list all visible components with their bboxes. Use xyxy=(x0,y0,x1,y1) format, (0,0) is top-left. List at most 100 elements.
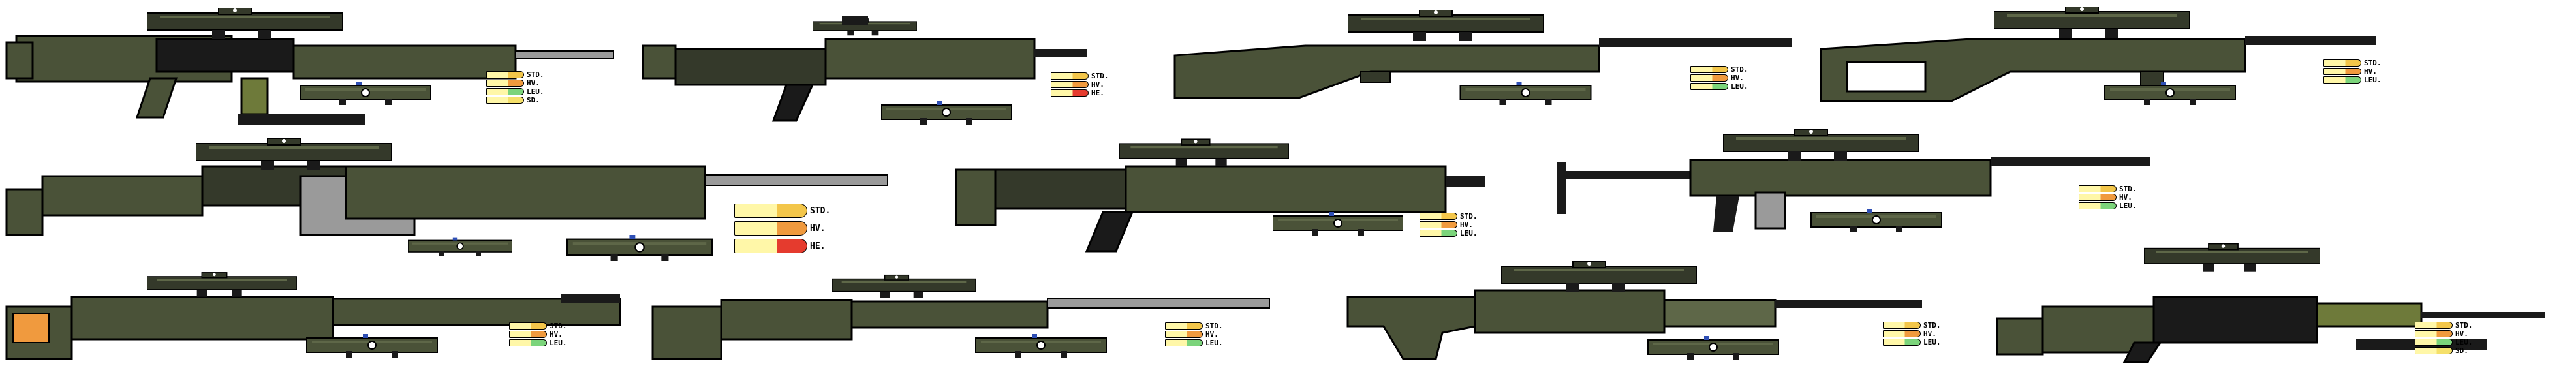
ammo-row: STD. xyxy=(1883,320,1941,330)
ammo-row: HV. xyxy=(1051,80,1109,89)
ammo-row: LEU. xyxy=(1165,338,1223,347)
ammo-label: STD. xyxy=(2455,320,2473,330)
ammo-row: HE. xyxy=(734,238,830,254)
ammo-row: LEU. xyxy=(1420,228,1478,238)
ammo-label: STD. xyxy=(810,206,831,216)
ammo-label: LEU. xyxy=(2119,201,2137,210)
cartridge-icon xyxy=(1051,80,1089,88)
ammo-label: HV. xyxy=(1731,73,1744,82)
rifle-1-attachment xyxy=(238,82,431,125)
ammo-legend-9: STD.HV.LEU. xyxy=(1165,322,1223,347)
ammo-row: LEU. xyxy=(486,87,544,96)
rifle-10 xyxy=(1346,261,1922,360)
cartridge-icon xyxy=(1165,330,1203,338)
ammo-legend-2: STD.HV.HE. xyxy=(1051,72,1109,97)
cartridge-icon xyxy=(486,70,524,78)
ammo-row: HV. xyxy=(734,220,830,237)
ammo-label: HV. xyxy=(810,223,826,234)
ammo-label: LEU. xyxy=(1923,337,1941,346)
ammo-row: SD. xyxy=(486,96,544,104)
ammo-label: HV. xyxy=(1205,330,1218,339)
ammo-label: LEU. xyxy=(1205,338,1223,347)
cartridge-icon xyxy=(1883,330,1921,337)
rifle-2 xyxy=(642,16,1087,122)
rifle-1 xyxy=(5,8,614,119)
ammo-label: SD. xyxy=(2455,346,2468,355)
cartridge-icon xyxy=(486,87,524,95)
ammo-row: HV. xyxy=(1883,329,1941,338)
rifle-7-attachment xyxy=(1810,209,1943,232)
rifle-6-attachment xyxy=(1273,212,1403,236)
cartridge-icon xyxy=(2079,185,2117,192)
rifle-4-attachment xyxy=(2103,82,2237,105)
ammo-legend-10: STD.HV.LEU. xyxy=(1883,321,1941,346)
ammo-legend-6: STD.HV.LEU. xyxy=(1420,212,1478,238)
ammo-legend-7: STD.HV.LEU. xyxy=(2079,185,2137,210)
ammo-row: LEU. xyxy=(1883,338,1941,346)
cartridge-icon xyxy=(1690,65,1728,73)
ammo-label: HV. xyxy=(1923,329,1936,338)
cartridge-icon xyxy=(2415,330,2453,337)
ammo-row: HV. xyxy=(1165,330,1223,339)
ammo-row: HV. xyxy=(509,330,567,339)
ammo-legend-5: STD. HV. HE. xyxy=(734,202,830,254)
ammo-label: HV. xyxy=(2364,67,2377,76)
ammo-label: HV. xyxy=(1460,220,1473,229)
cartridge-icon xyxy=(509,330,547,338)
ammo-row: HV. xyxy=(2323,67,2382,76)
ammo-label: STD. xyxy=(2364,58,2382,67)
cartridge-icon xyxy=(1420,221,1457,228)
ammo-row: STD. xyxy=(1165,322,1223,330)
cartridge-icon xyxy=(486,96,524,104)
rifle-3-attachment xyxy=(1459,82,1592,105)
ammo-label: HV. xyxy=(2119,192,2132,202)
ammo-row: STD. xyxy=(509,322,567,330)
ammo-label: STD. xyxy=(1205,321,1223,330)
ammo-label: STD. xyxy=(527,70,544,79)
ammo-label: STD. xyxy=(550,321,567,330)
rifle-2-attachment xyxy=(881,101,1012,125)
ammo-label: LEU. xyxy=(2455,337,2473,346)
ammo-row: HV. xyxy=(2415,329,2473,338)
ammo-label: LEU. xyxy=(2364,75,2382,84)
cartridge-icon xyxy=(1883,321,1921,329)
ammo-row: STD. xyxy=(734,202,830,219)
rifle-10-attachment xyxy=(1647,336,1780,360)
ammo-label: LEU. xyxy=(527,87,544,96)
ammo-label: LEU. xyxy=(1460,228,1478,238)
cartridge-icon xyxy=(2079,193,2117,201)
cartridge-icon xyxy=(1420,212,1457,220)
cartridge-icon xyxy=(2079,202,2117,209)
cartridge-icon xyxy=(2323,76,2361,84)
ammo-legend-11: STD.HV.LEU.SD. xyxy=(2415,320,2473,355)
ammo-row: STD. xyxy=(2079,185,2137,193)
rifle-9 xyxy=(651,274,1270,360)
ammo-label: HV. xyxy=(2455,329,2468,338)
cartridge-icon xyxy=(1420,229,1457,237)
cartridge-icon xyxy=(1165,339,1203,346)
ammo-row: STD. xyxy=(1690,65,1748,74)
ammo-row: LEU. xyxy=(1690,82,1748,91)
rifle-6 xyxy=(955,138,1485,253)
ammo-row: SD. xyxy=(2415,346,2473,355)
rifle-5-attachment xyxy=(408,235,713,261)
ammo-row: LEU. xyxy=(509,338,567,347)
ammo-label: STD. xyxy=(1731,65,1748,74)
cartridge-icon xyxy=(1690,74,1728,82)
ammo-label: HV. xyxy=(527,78,540,87)
rifle-4 xyxy=(1820,7,2376,102)
cartridge-icon xyxy=(734,239,807,253)
cartridge-icon xyxy=(2323,59,2361,67)
cartridge-icon xyxy=(2323,67,2361,75)
ammo-label: LEU. xyxy=(1731,82,1748,91)
ammo-row: LEU. xyxy=(2415,338,2473,346)
cartridge-icon xyxy=(1883,338,1921,346)
ammo-legend-8: STD.HV.LEU. xyxy=(509,322,567,347)
ammo-label: STD. xyxy=(1923,320,1941,330)
ammo-legend-1: STD.HV.LEU.SD. xyxy=(486,70,544,104)
cartridge-icon xyxy=(1165,322,1203,330)
rifle-8 xyxy=(5,271,621,360)
ammo-label: LEU. xyxy=(550,338,567,347)
cartridge-icon xyxy=(509,339,547,346)
